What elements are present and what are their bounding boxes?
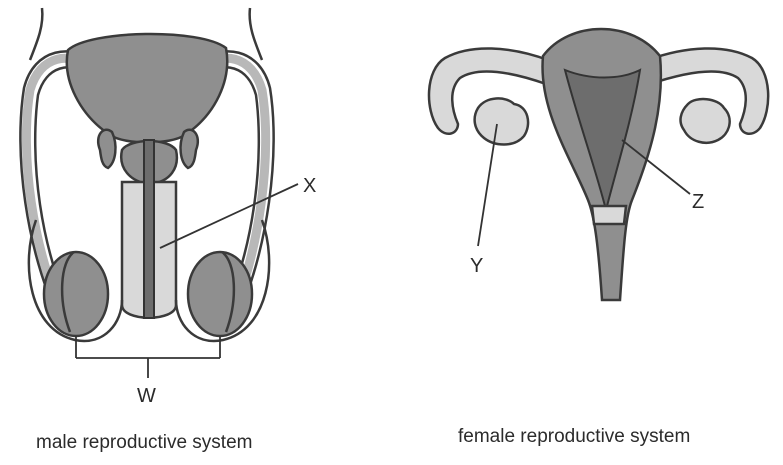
testis-right bbox=[188, 252, 252, 336]
ovary-left bbox=[475, 98, 528, 144]
label-x: X bbox=[303, 175, 316, 197]
male-reproductive-diagram: X W male reproductive system bbox=[20, 8, 316, 453]
ovary-right bbox=[681, 99, 730, 143]
male-caption: male reproductive system bbox=[36, 432, 252, 453]
label-w: W bbox=[137, 385, 156, 407]
female-reproductive-diagram: Y Z female reproductive system bbox=[429, 29, 768, 447]
female-caption: female reproductive system bbox=[458, 426, 690, 447]
bladder bbox=[67, 34, 227, 143]
pointer-x bbox=[160, 184, 298, 248]
label-z: Z bbox=[692, 191, 704, 213]
urethra bbox=[144, 140, 154, 318]
testis-left bbox=[44, 252, 108, 336]
seminal-vesicle-left bbox=[98, 130, 115, 168]
label-y: Y bbox=[470, 255, 483, 277]
seminal-vesicle-right bbox=[181, 130, 198, 168]
pointer-y bbox=[478, 124, 497, 246]
cervix bbox=[592, 206, 626, 224]
bracket-w bbox=[76, 336, 220, 378]
